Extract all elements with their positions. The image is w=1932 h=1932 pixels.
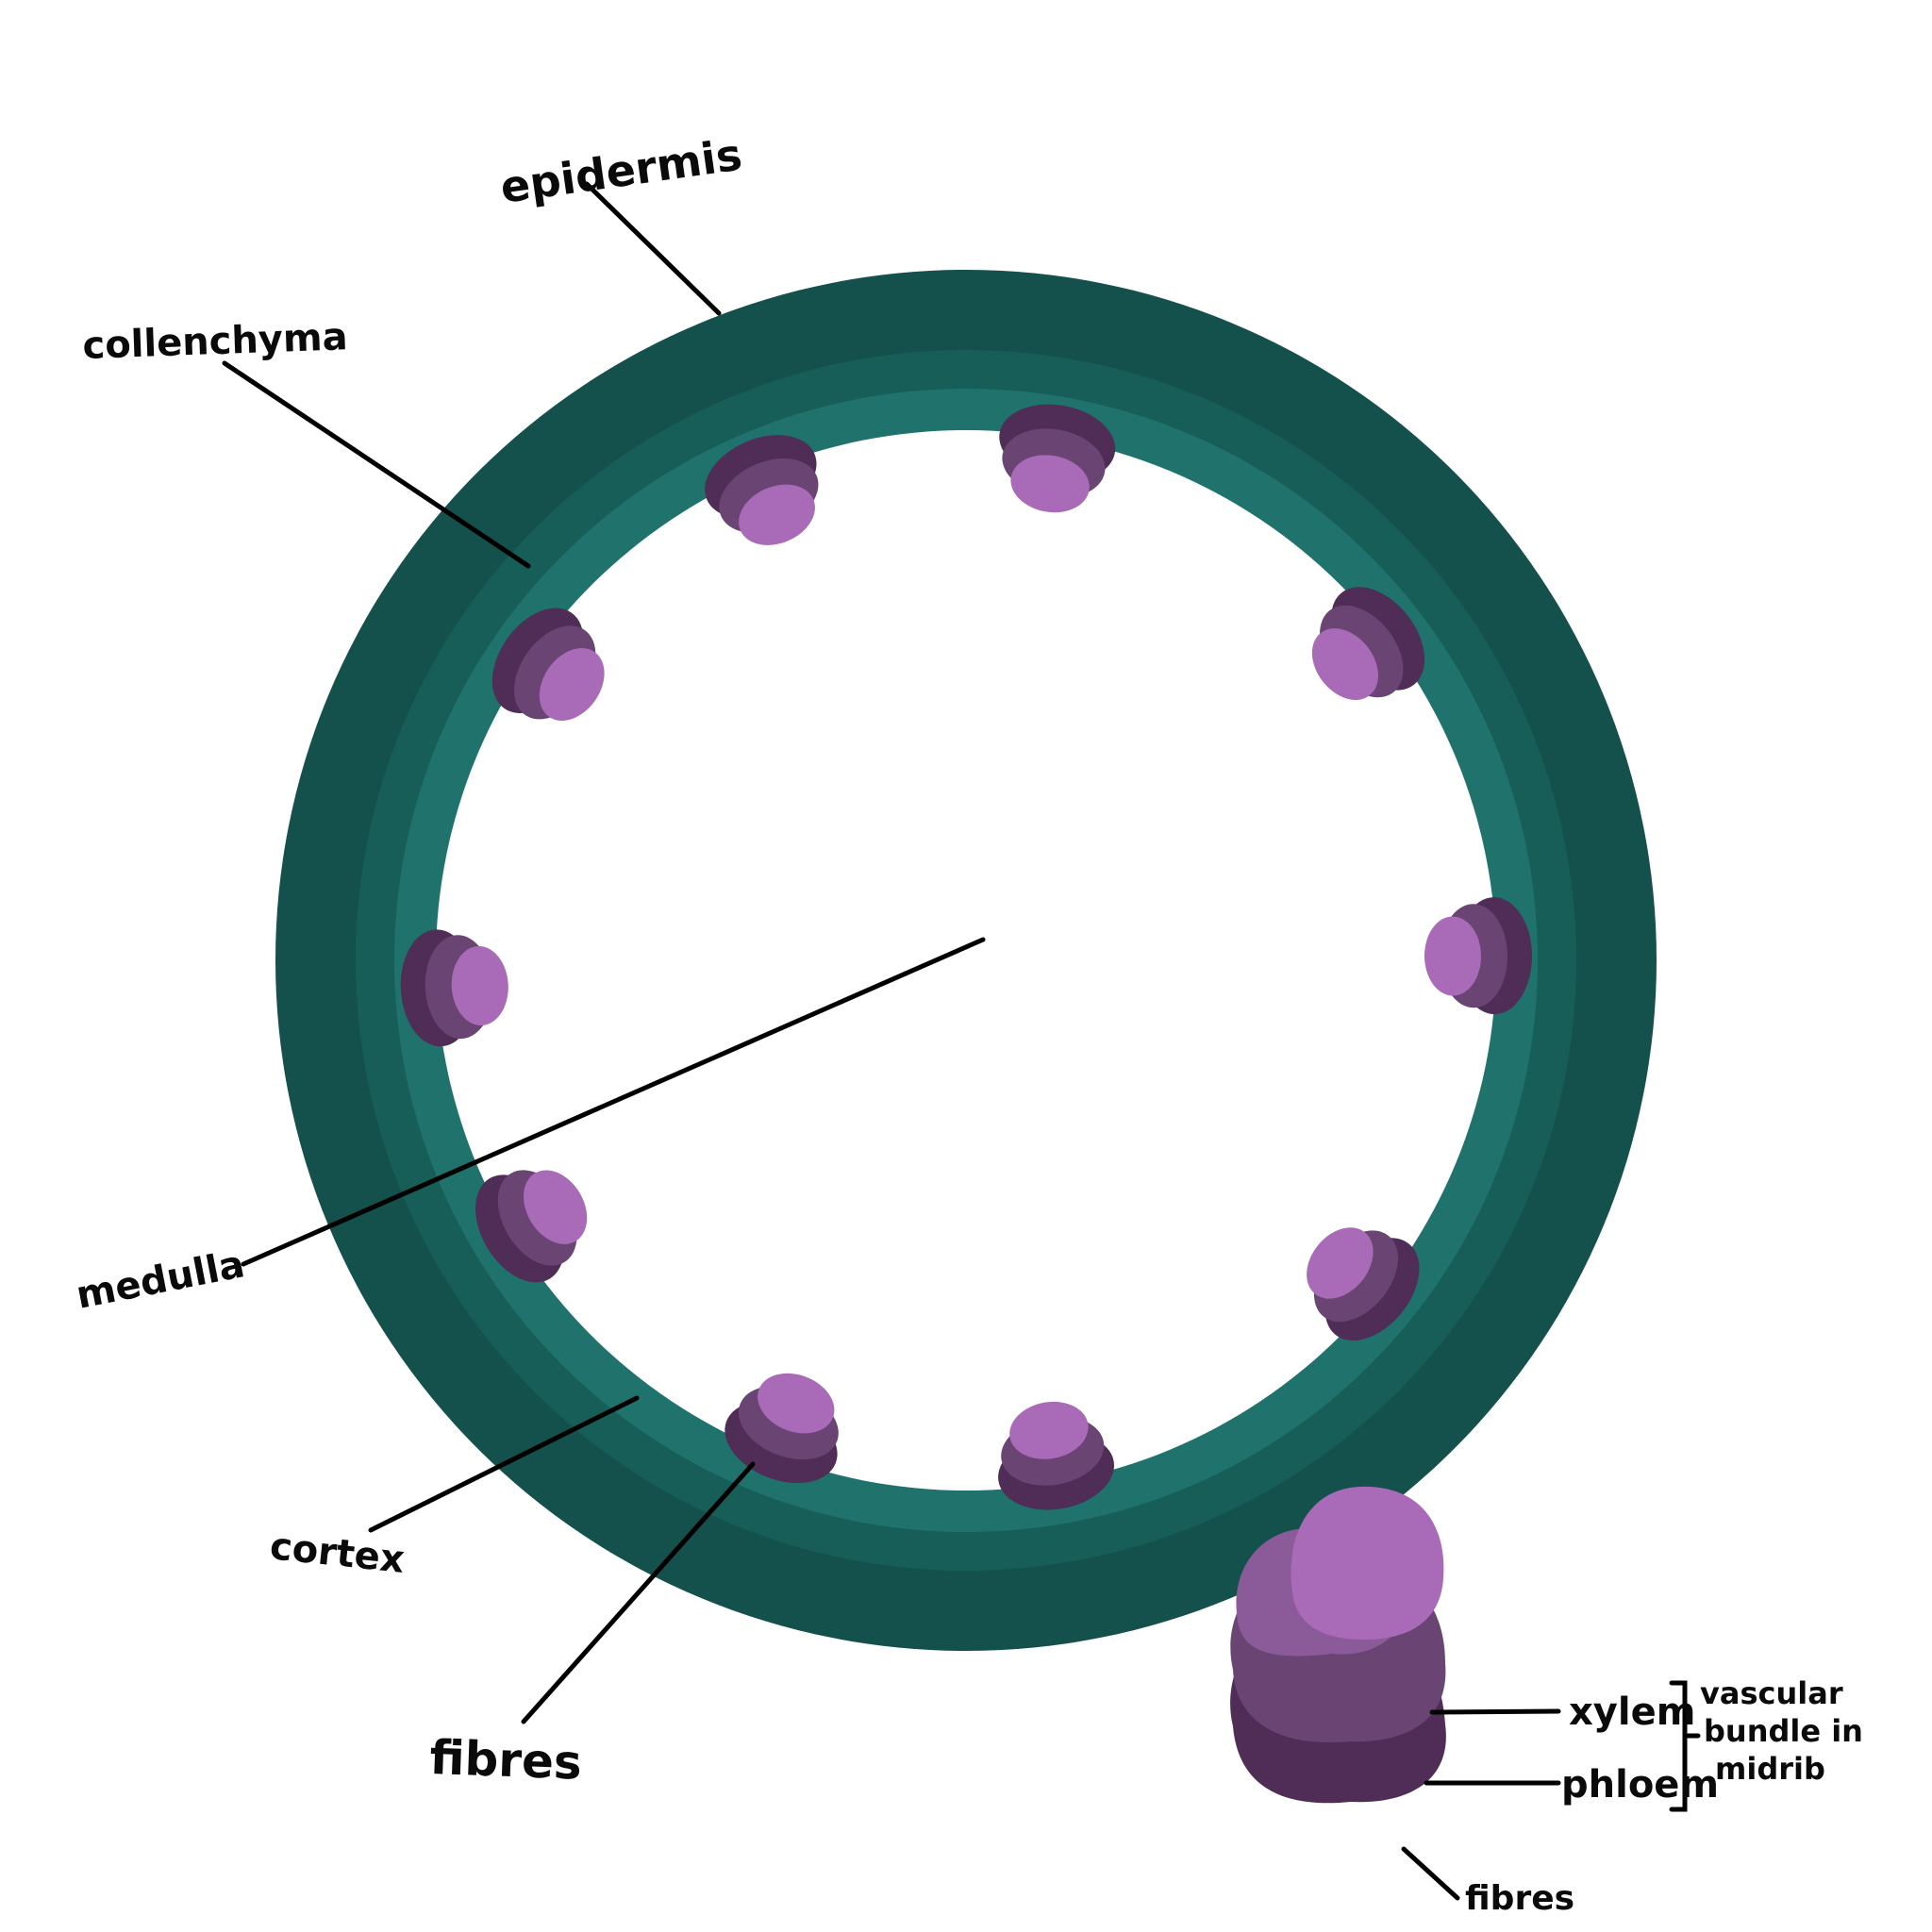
- phloem-label: phloem: [1561, 1763, 1719, 1807]
- bundle-xylem: [758, 1373, 835, 1434]
- collenchyma-leader: [222, 360, 531, 569]
- vascular-bundle: [999, 404, 1116, 513]
- medulla-label: medulla: [73, 1242, 248, 1318]
- legend-bundle: [1230, 1486, 1446, 1804]
- vascular-bundle: [705, 435, 819, 545]
- bundle-xylem: [739, 484, 815, 545]
- vascular-bundle: [1424, 897, 1533, 1015]
- vascular-bundle: [1307, 1227, 1420, 1341]
- xylem-leader: [1429, 1708, 1561, 1715]
- bundle-xylem: [1311, 628, 1378, 700]
- fibres-leader: [521, 1461, 756, 1724]
- cortex-leader: [368, 1395, 640, 1533]
- medulla-area: [436, 430, 1496, 1491]
- medulla-leader: [241, 937, 986, 1267]
- vascular-label-line-2: bundle in: [1704, 1713, 1863, 1749]
- bundle-xylem: [523, 1170, 588, 1244]
- vascular-bundle: [998, 1401, 1114, 1510]
- vascular-label-line-3: midrib: [1715, 1751, 1825, 1787]
- bundle-xylem: [1010, 455, 1090, 513]
- collenchyma-label: collenchyma: [82, 315, 349, 368]
- legend-fibres-leader: [1401, 1846, 1460, 1901]
- vascular-bracket: [1669, 1680, 1688, 1812]
- vascular-bundle: [1311, 587, 1425, 700]
- vascular-bundle: [400, 929, 508, 1047]
- bundle-xylem: [1307, 1227, 1374, 1299]
- vascular-label-line-1: vascular: [1700, 1675, 1843, 1711]
- legend-xylem-shape: [1291, 1486, 1444, 1640]
- bundle-xylem: [1009, 1401, 1089, 1459]
- epidermis-leader: [584, 181, 722, 316]
- cortex-label: cortex: [268, 1524, 407, 1582]
- vascular-bundle: [475, 1170, 588, 1283]
- bundle-xylem: [451, 946, 508, 1025]
- epidermis-label: epidermis: [497, 129, 745, 213]
- legend-fibres-label: fibres: [1465, 1879, 1574, 1918]
- xylem-label: xylem: [1569, 1690, 1695, 1734]
- bundle-xylem: [1424, 916, 1482, 996]
- vascular-bundle: [491, 608, 605, 721]
- fibres-label: fibres: [429, 1730, 583, 1790]
- bundle-xylem: [539, 648, 605, 721]
